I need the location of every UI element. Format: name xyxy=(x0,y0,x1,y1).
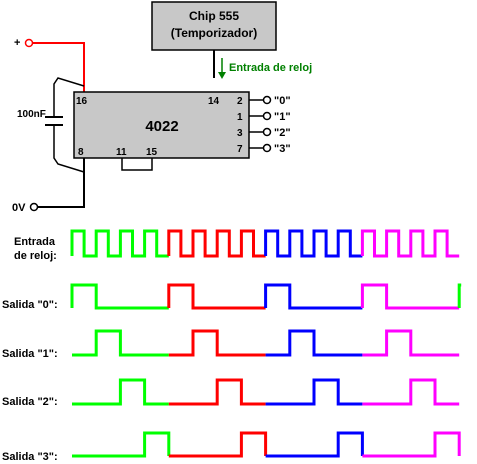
output-3-wave-segment xyxy=(265,431,364,458)
clock-wave-segment xyxy=(167,229,266,258)
output-3-wave-segment xyxy=(362,431,461,458)
plus-label: + xyxy=(14,37,20,49)
out3-row-label: Salida "3": xyxy=(2,451,58,463)
timer-555-box xyxy=(151,1,277,51)
chip-name: 4022 xyxy=(145,118,178,135)
plus-wire xyxy=(33,42,85,92)
timer-title: Chip 555 xyxy=(189,9,239,23)
cap-wire-top xyxy=(53,77,85,116)
clock-arrow-head xyxy=(218,72,226,79)
clock-row-label-2: de reloj: xyxy=(14,250,57,262)
output-0-wave-segment xyxy=(70,283,169,310)
output-2-wave-segment xyxy=(362,378,460,406)
out3-terminal xyxy=(262,143,272,153)
clock-input-label: Entrada de reloj xyxy=(229,62,312,74)
out0-label: "0" xyxy=(274,95,291,107)
out2-label: "2" xyxy=(274,127,291,139)
pin-15-label: 15 xyxy=(146,147,158,158)
out1-label: "1" xyxy=(274,111,291,123)
output-0-wave-segment xyxy=(264,283,363,310)
output-1-wave-segment xyxy=(265,329,363,357)
out1-terminal xyxy=(262,111,272,121)
output-2-wave-segment xyxy=(72,378,169,406)
pin-11-15-link xyxy=(121,158,153,171)
pin-14-label: 14 xyxy=(208,96,220,107)
plus-terminal xyxy=(24,38,34,48)
timing-waveforms xyxy=(70,229,462,458)
capacitor-label: 100nF xyxy=(17,109,46,120)
pin-16-label: 16 xyxy=(76,96,88,107)
output-3-wave-segment xyxy=(168,431,268,458)
output-0-wave-segment xyxy=(360,283,460,310)
output-3-wave-segment xyxy=(72,431,171,458)
out1-pin: 1 xyxy=(237,112,243,123)
out0-terminal xyxy=(262,95,272,105)
out0-row-label: Salida "0": xyxy=(2,299,58,311)
output-1-wave-segment xyxy=(362,329,460,357)
out3-pin: 7 xyxy=(237,144,243,155)
out3-label: "3" xyxy=(274,143,291,155)
timer-subtitle: (Temporizador) xyxy=(171,26,257,40)
cap-wire-bottom xyxy=(53,126,85,173)
clock-wave-segment xyxy=(264,229,363,258)
out2-row-label: Salida "2": xyxy=(2,396,58,408)
output-1-wave-segment xyxy=(168,329,266,357)
output-1-wave-segment xyxy=(72,329,169,357)
out1-row-label: Salida "1": xyxy=(2,348,58,360)
chip-4022 xyxy=(73,91,250,159)
out0-pin: 2 xyxy=(237,96,243,107)
output-2-wave-segment xyxy=(265,378,363,406)
out2-pin: 3 xyxy=(237,128,243,139)
pin-11-label: 11 xyxy=(116,147,127,158)
output-0-wave-tail xyxy=(457,283,462,308)
out2-terminal xyxy=(262,127,272,137)
ground-label: 0V xyxy=(12,202,26,214)
clock-wave-segment xyxy=(360,229,460,258)
output-2-wave-segment xyxy=(168,378,266,406)
clock-row-label-1: Entrada xyxy=(14,236,56,248)
ground-terminal xyxy=(29,202,39,212)
clock-wave-segment xyxy=(70,229,169,258)
output-0-wave-segment xyxy=(167,283,266,310)
pin-8-label: 8 xyxy=(78,147,84,158)
ground-wire xyxy=(38,158,85,208)
